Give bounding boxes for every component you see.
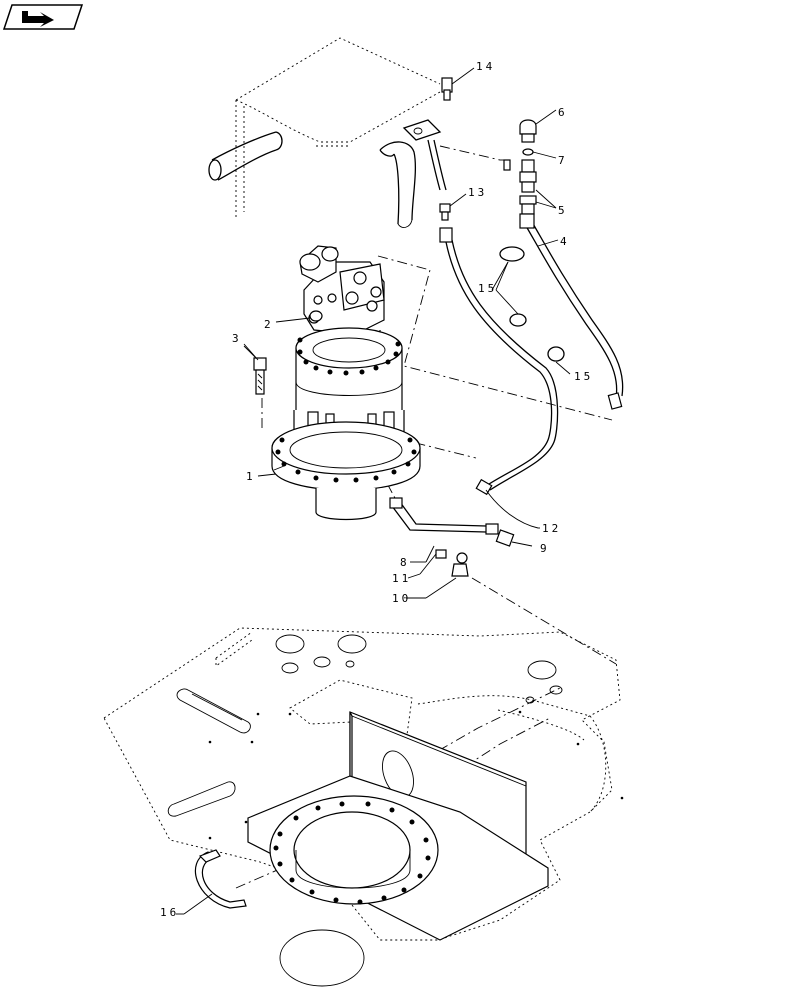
callout-16: 16 (160, 906, 179, 919)
callout-8: 8 (400, 556, 407, 569)
callout-12: 12 (542, 522, 561, 535)
plug-6 (519, 109, 557, 143)
callout-15a: 15 (478, 282, 497, 295)
forward-arrow-icon[interactable] (2, 4, 84, 30)
callout-11: 11 (392, 572, 411, 585)
upper-cover (208, 37, 501, 228)
callout-14: 14 (476, 60, 495, 73)
callout-7: 7 (558, 154, 565, 167)
callout-labels: 1 2 3 4 5 6 7 8 9 10 11 12 13 14 15 15 1… (160, 60, 593, 919)
assembly-lines (235, 255, 617, 889)
clamp-15-upper (495, 246, 527, 327)
callout-5: 5 (558, 204, 565, 217)
bolt-3 (243, 343, 267, 395)
clamp-15-lower (547, 346, 571, 375)
fitting-9 (495, 529, 533, 547)
callout-leaders (176, 261, 540, 915)
callout-2: 2 (264, 318, 271, 331)
oring-7 (522, 148, 557, 159)
callout-3: 3 (232, 332, 239, 345)
clamp-10 (425, 552, 469, 599)
fitting-14 (441, 67, 475, 101)
callout-6: 6 (558, 106, 565, 119)
swing-motor-assembly (271, 245, 421, 521)
pipe-8 (389, 497, 499, 563)
fitting-13 (439, 193, 467, 221)
retaining-ring-16 (183, 849, 247, 915)
callout-1: 1 (246, 470, 253, 483)
adapter-5 (500, 159, 557, 215)
hose-4 (519, 213, 624, 410)
callout-15b: 15 (574, 370, 593, 383)
callout-9: 9 (540, 542, 547, 555)
callout-13: 13 (468, 186, 487, 199)
bolt-11 (419, 549, 447, 575)
upper-frame (103, 627, 624, 987)
callout-4: 4 (560, 235, 567, 248)
hose-12 (439, 227, 559, 529)
callout-10: 10 (392, 592, 411, 605)
